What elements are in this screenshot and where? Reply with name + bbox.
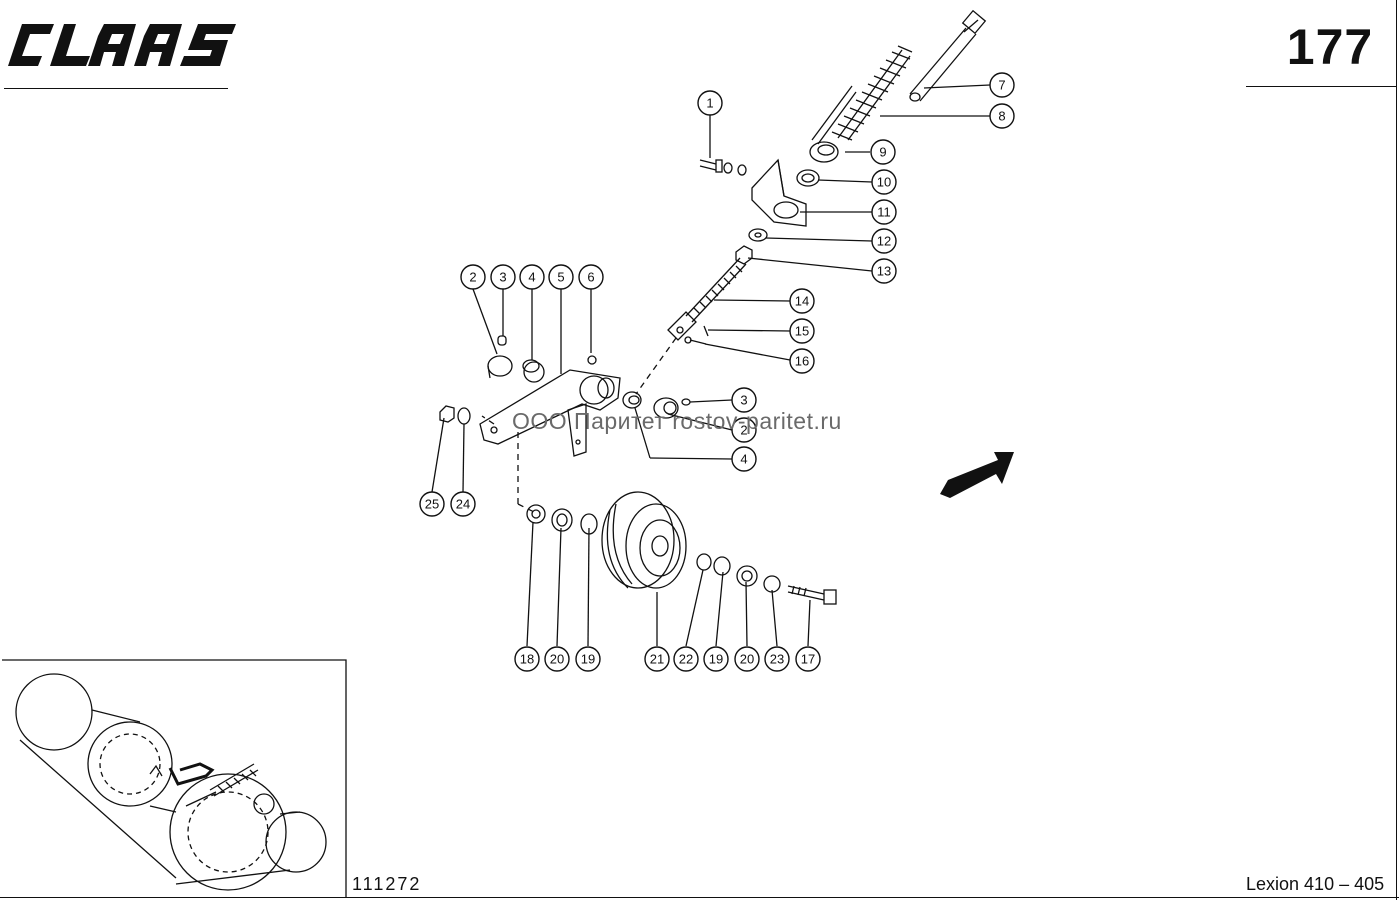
page-border-bottom	[0, 897, 1399, 898]
pin-part-16	[689, 339, 707, 345]
washer-part-12	[748, 228, 768, 242]
assembly-lines	[481, 337, 677, 513]
callout-25: 25	[425, 497, 439, 512]
bushing-part-10	[796, 169, 820, 187]
callout-2-right: 2	[740, 423, 747, 438]
nut-part-13	[735, 245, 753, 265]
washer-part-24	[457, 407, 471, 425]
threaded-rod-part-14	[667, 257, 747, 341]
callout-14: 14	[795, 294, 809, 309]
callout-21: 21	[650, 652, 664, 667]
direction-arrow-icon	[940, 452, 1014, 498]
callout-19-right: 19	[709, 652, 723, 667]
claas-logo	[8, 24, 236, 66]
bracket-part-11	[751, 158, 807, 227]
callout-16: 16	[795, 354, 809, 369]
callout-19-left: 19	[581, 652, 595, 667]
callout-8: 8	[998, 109, 1005, 124]
callout-4-right: 4	[740, 452, 747, 467]
bearing-part-20-right	[736, 565, 758, 587]
bushing-part-4	[523, 361, 545, 383]
callout-13: 13	[877, 264, 891, 279]
nut-part-25	[439, 405, 455, 423]
bolt-part-17	[787, 585, 837, 605]
callout-6: 6	[587, 270, 594, 285]
callout-15: 15	[795, 324, 809, 339]
callout-circles	[419, 72, 1015, 672]
header-rule-right	[1246, 86, 1396, 87]
callout-1: 1	[706, 96, 713, 111]
page-number: 177	[1286, 19, 1374, 75]
bushing-part-2	[487, 355, 513, 377]
callout-10: 10	[877, 175, 891, 190]
callout-18: 18	[520, 652, 534, 667]
watermark-text: ООО Паритет rostov-paritet.ru	[512, 408, 842, 434]
callout-17: 17	[801, 652, 815, 667]
spring-part-8	[811, 45, 913, 145]
callout-3-right: 3	[740, 393, 747, 408]
leader-lines	[431, 84, 991, 647]
callout-4: 4	[528, 270, 535, 285]
pulley-part-21	[601, 491, 687, 589]
callout-20-right: 20	[740, 652, 754, 667]
washer-part-18	[526, 504, 546, 524]
tension-arm-part-5	[479, 369, 621, 457]
callout-22: 22	[679, 652, 693, 667]
callout-5: 5	[557, 270, 564, 285]
ring-part-19-right	[713, 556, 731, 576]
model-label: Lexion 410 – 405	[1246, 874, 1385, 894]
cup-part-9	[809, 141, 839, 163]
callout-9: 9	[879, 145, 886, 160]
bolt-part-1	[699, 159, 747, 176]
bolt-part-7	[909, 9, 987, 102]
header-rule-left	[4, 88, 228, 89]
callout-20-left: 20	[550, 652, 564, 667]
grease-nipple-part-3	[497, 335, 507, 346]
bearing-part-20-left	[551, 508, 573, 532]
callout-11: 11	[877, 205, 891, 220]
drawing-number: 111272	[352, 874, 422, 894]
callout-2: 2	[469, 270, 476, 285]
callout-23: 23	[770, 652, 784, 667]
pin-part-15	[703, 325, 709, 337]
belt-drive-inset	[2, 659, 347, 898]
spacer-part-22	[696, 553, 712, 571]
ring-part-19-left	[580, 513, 598, 535]
washer-part-23	[763, 575, 781, 593]
nipple-part-6	[587, 355, 597, 365]
callout-7: 7	[998, 78, 1005, 93]
callout-3: 3	[499, 270, 506, 285]
page-border-right	[1396, 0, 1397, 900]
callout-24: 24	[456, 497, 470, 512]
callout-12: 12	[877, 234, 891, 249]
